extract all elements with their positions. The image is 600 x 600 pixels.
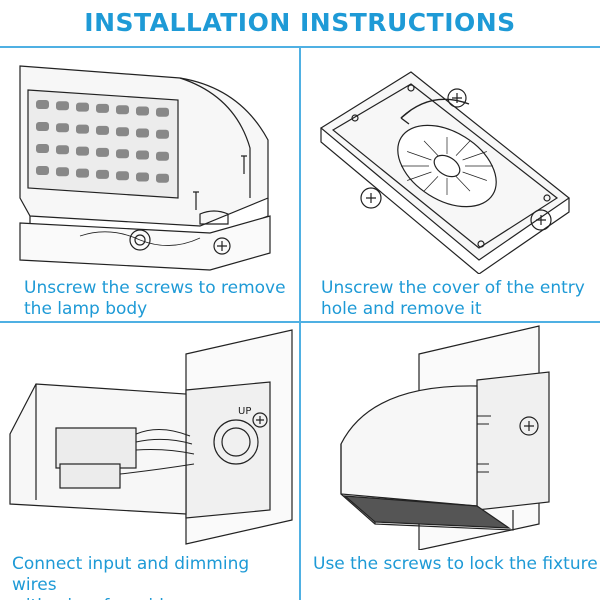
page-title: INSTALLATION INSTRUCTIONS <box>84 8 516 37</box>
led-module <box>156 151 169 161</box>
cover-spoke <box>407 151 432 161</box>
svg-text:UP: UP <box>238 406 251 417</box>
led-module <box>116 127 129 137</box>
step-2-illustration <box>319 71 571 274</box>
led-module <box>136 172 149 182</box>
step-1-panel: Unscrew the screws to remove the lamp bo… <box>0 48 298 324</box>
grid-divider-vertical <box>299 46 301 600</box>
led-module <box>76 102 89 112</box>
led-module <box>36 144 49 153</box>
cover-spoke <box>423 140 439 156</box>
step-2-panel: Unscrew the cover of the entry hole and … <box>301 48 599 324</box>
step-2-caption: Unscrew the cover of the entry hole and … <box>321 278 585 319</box>
led-module <box>156 173 169 183</box>
led-module <box>56 123 69 133</box>
led-module <box>116 105 129 115</box>
step-1-illustration <box>19 65 271 271</box>
led-module <box>36 122 49 131</box>
steps-grid: Unscrew the screws to remove the lamp bo… <box>0 46 600 600</box>
led-module <box>96 103 109 113</box>
led-module <box>56 145 69 155</box>
led-module <box>76 168 89 178</box>
led-module <box>136 128 149 138</box>
step-4-caption: Use the screws to lock the fixture <box>313 554 598 574</box>
led-module <box>56 167 69 177</box>
led-module <box>136 106 149 116</box>
step-4-panel: Use the screws to lock the fixture <box>301 324 599 600</box>
cover-spoke <box>455 176 471 192</box>
led-module <box>96 147 109 157</box>
led-module <box>36 100 49 109</box>
led-module <box>76 146 89 156</box>
cover-spoke <box>407 171 432 181</box>
led-module <box>36 166 49 175</box>
led-module <box>116 149 129 159</box>
led-module <box>156 129 169 139</box>
led-module <box>76 124 89 134</box>
step-4-illustration <box>340 325 550 550</box>
step-3-panel: UP Connect input and dimming wires with … <box>0 324 298 600</box>
cover-spoke <box>423 176 439 192</box>
led-module <box>96 169 109 179</box>
step-3-illustration: UP <box>9 329 293 545</box>
step-1-caption: Unscrew the screws to remove the lamp bo… <box>24 278 286 319</box>
step-3-caption: Connect input and dimming wires with wir… <box>12 554 250 600</box>
led-module <box>116 171 129 181</box>
led-module <box>136 150 149 160</box>
cover-spoke <box>462 151 487 161</box>
cover-spoke <box>455 140 471 156</box>
led-module <box>96 125 109 135</box>
led-module <box>56 101 69 111</box>
cover-spoke <box>462 171 487 181</box>
led-module <box>156 107 169 117</box>
